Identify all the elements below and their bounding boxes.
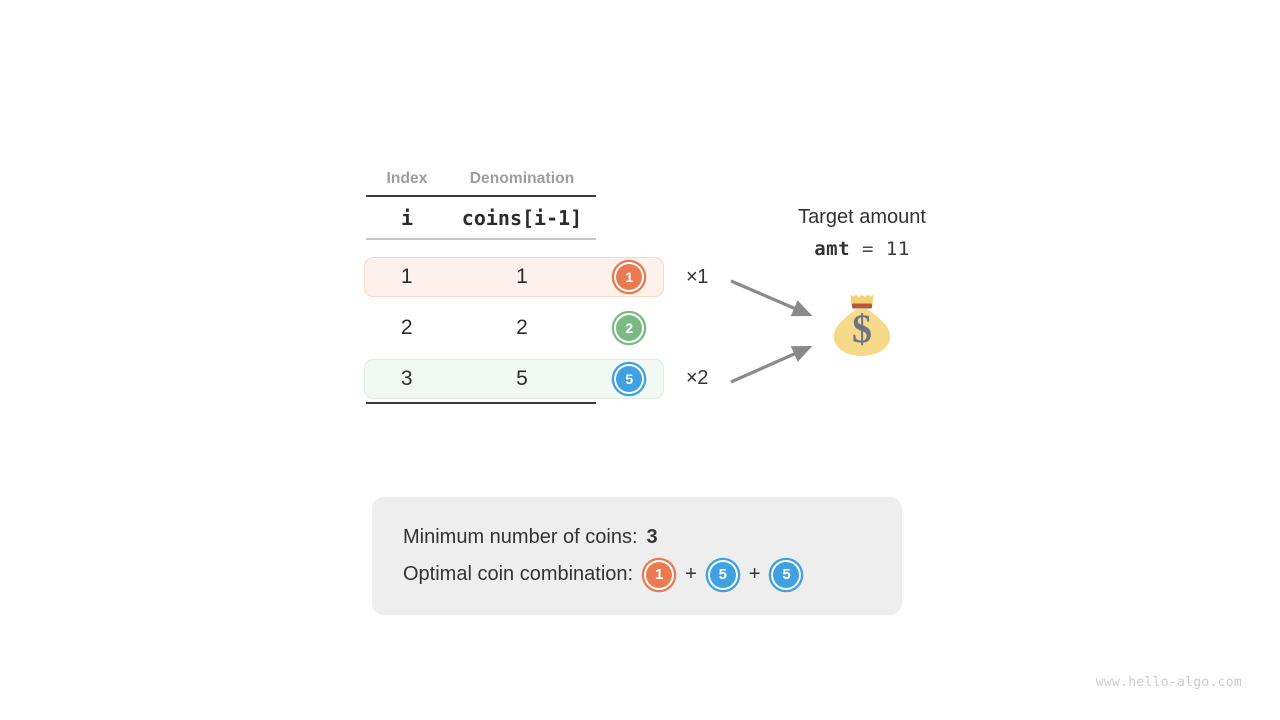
table-row[interactable]: 1 1 1: [364, 257, 664, 297]
target-amount-title: Target amount: [798, 206, 926, 228]
cell-denomination: 1: [516, 265, 528, 288]
table-top-rule: [366, 195, 596, 197]
plus-sign: +: [685, 563, 697, 585]
cell-denomination: 2: [516, 316, 528, 339]
watermark: www.hello-algo.com: [1095, 675, 1242, 690]
table-bottom-rule: [366, 402, 596, 404]
table-header-index: Index: [386, 170, 428, 187]
target-var-name: amt: [814, 238, 851, 260]
table-subheader-row: i coins[i-1]: [366, 197, 596, 238]
table-subheader-denomination: coins[i-1]: [461, 205, 583, 230]
arrow-from-coin-5: [730, 345, 813, 384]
money-bag-dollar-symbol: $: [852, 306, 872, 351]
cell-index: 1: [400, 265, 413, 288]
coin-slot: 1: [595, 262, 663, 292]
result-min-coins-line: Minimum number of coins: 3: [403, 519, 902, 556]
table-header-denomination: Denomination: [469, 170, 575, 187]
result-combination-label: Optimal coin combination:: [403, 563, 634, 585]
table-row[interactable]: 3 5 5: [364, 359, 664, 399]
multiplier-row-3: ×2: [686, 367, 709, 389]
result-combination-coins: 1 + 5 + 5: [644, 559, 802, 590]
coin-icon: 2: [614, 313, 645, 343]
cell-index: 2: [400, 316, 413, 339]
table-header-row: Index Denomination: [366, 158, 596, 188]
table-subheader-index: i: [400, 205, 414, 230]
coin-icon: 5: [771, 559, 802, 590]
coin-slot: 2: [595, 313, 663, 343]
target-amount-expression: amt = 11: [762, 238, 962, 260]
result-min-coins-value: 3: [646, 526, 658, 548]
target-value: 11: [885, 238, 910, 260]
plus-sign: +: [748, 563, 761, 585]
coin-table: Index Denomination i coins[i-1]: [366, 158, 596, 240]
coin-icon: 1: [614, 262, 645, 292]
table-row[interactable]: 2 2 2: [364, 308, 664, 348]
coin-icon: 5: [614, 364, 645, 394]
target-equals-sign: =: [861, 238, 874, 260]
cell-denomination: 5: [516, 367, 528, 390]
money-bag-icon: $: [833, 294, 891, 356]
result-min-coins-label: Minimum number of coins:: [403, 526, 638, 548]
cell-index: 3: [400, 367, 413, 390]
arrow-from-coin-1: [730, 279, 813, 317]
multiplier-row-1: ×1: [686, 266, 709, 288]
coin-icon: 5: [707, 559, 738, 590]
result-combination-line: Optimal coin combination: 1 + 5 + 5: [403, 556, 902, 593]
coin-icon: 1: [644, 559, 675, 590]
table-mid-rule: [366, 238, 596, 240]
target-amount-block: Target amount amt = 11: [762, 206, 962, 260]
result-box: Minimum number of coins: 3 Optimal coin …: [372, 497, 902, 615]
coin-slot: 5: [595, 364, 663, 394]
